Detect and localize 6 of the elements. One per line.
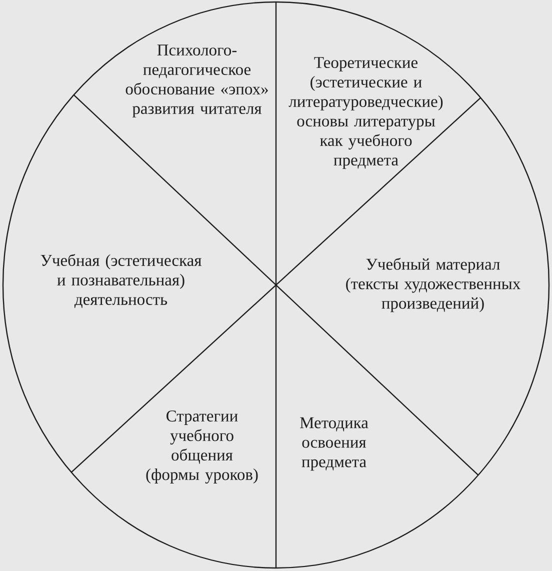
sector-label: Учебный материал (тексты художественных произведений): [346, 258, 520, 312]
sector-label: Психолого-педагогическое обоснование «эпох» развития читателя: [126, 44, 268, 118]
sector-label: Методика освоения предмета: [300, 417, 368, 471]
sector-label: Стратегии учебного общения (формы уроков): [146, 410, 258, 484]
sector-label: Учебная (эстетическая и познавательная) деятельность: [40, 254, 202, 308]
sector-label: Теоретические (эстетические и литературоведческие) основы литературы как учебного предмета: [288, 57, 443, 169]
